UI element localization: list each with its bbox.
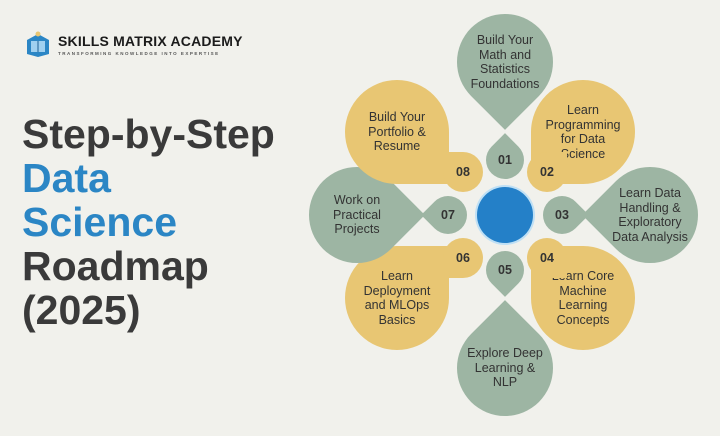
petal-shape: [527, 238, 567, 278]
step-label: Build Your Math and Statistics Foundatio…: [470, 33, 540, 91]
step-card: Learn Deployment and MLOps Basics: [345, 246, 449, 350]
step-label: Learn Deployment and MLOps Basics: [363, 269, 431, 327]
step-label: Explore Deep Learning & NLP: [467, 346, 543, 390]
step-card: Work on Practical Projects: [289, 147, 425, 283]
step-card: Explore Deep Learning & NLP: [437, 300, 573, 436]
title-line: Science: [22, 199, 177, 245]
step-number: 05: [498, 262, 512, 277]
book-icon: [27, 31, 49, 57]
step-label: Learn Core Machine Learning Concepts: [551, 269, 615, 327]
step-number: 04: [540, 250, 554, 265]
step-number: 07: [441, 207, 455, 222]
title-line: Data: [22, 155, 111, 201]
step-card: Learn Data Handling & Exploratory Data A…: [582, 147, 718, 283]
step-number-badge: 01: [478, 133, 532, 187]
petal-shape: [443, 238, 483, 278]
step-label: Learn Programming for Data Science: [545, 103, 621, 161]
step-number-badge: 06: [443, 238, 483, 278]
step-number: 08: [456, 164, 470, 179]
step-card: Build Your Portfolio & Resume: [345, 80, 449, 184]
petal-shape: [345, 246, 449, 350]
step-number: 01: [498, 152, 512, 167]
step-label: Work on Practical Projects: [333, 193, 381, 237]
brand-tagline: TRANSFORMING KNOWLEDGE INTO EXPERTISE: [58, 50, 220, 56]
step-number: 03: [555, 207, 569, 222]
step-label: Build Your Portfolio & Resume: [368, 110, 426, 154]
step-number-badge: 04: [527, 238, 567, 278]
center-circle: [477, 187, 533, 243]
step-number: 06: [456, 250, 470, 265]
brand-name: SKILLS MATRIX ACADEMY: [58, 32, 243, 49]
title-line: Roadmap: [22, 243, 209, 289]
petal-shape: [443, 152, 483, 192]
step-card: Learn Programming for Data Science: [531, 80, 635, 184]
page-title: Step-by-Step Data Science Roadmap (2025): [22, 112, 275, 332]
step-number: 02: [540, 164, 554, 179]
step-number-badge: 03: [535, 188, 589, 242]
step-number-badge: 05: [478, 243, 532, 297]
step-number-badge: 08: [443, 152, 483, 192]
petal-shape: [527, 152, 567, 192]
petal-shape: [345, 80, 449, 184]
step-card: Build Your Math and Statistics Foundatio…: [437, 0, 573, 130]
brand-logo: SKILLS MATRIX ACADEMY TRANSFORMING KNOWL…: [24, 30, 243, 58]
step-number-badge: 07: [421, 188, 475, 242]
title-line: Step-by-Step: [22, 111, 275, 157]
title-line: (2025): [22, 287, 141, 333]
step-label: Learn Data Handling & Exploratory Data A…: [612, 186, 688, 244]
step-number-badge: 02: [527, 152, 567, 192]
